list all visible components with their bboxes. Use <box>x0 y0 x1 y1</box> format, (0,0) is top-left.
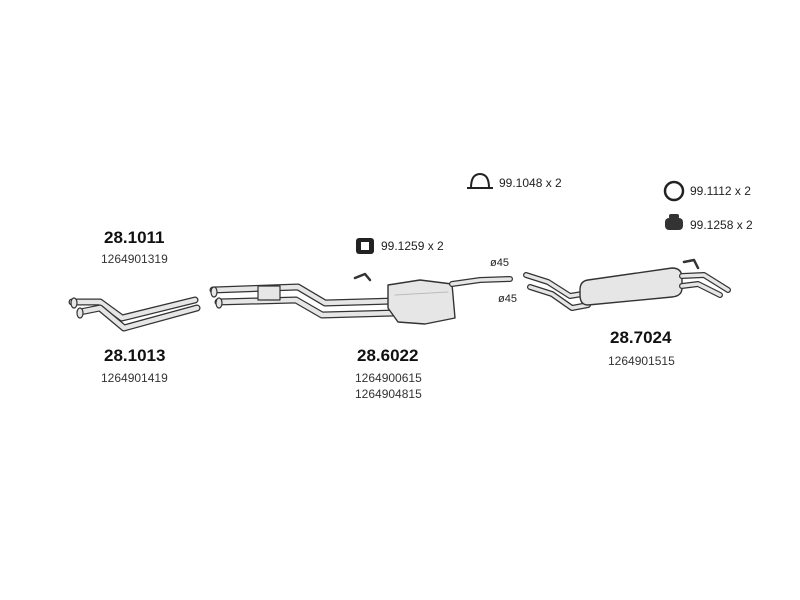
part-number-front-pipe-left: 28.1011 <box>104 228 165 247</box>
rear-silencer-assembly <box>523 258 731 311</box>
hanger-icon <box>665 214 683 230</box>
accessory-label-mount: 99.1259 x 2 <box>381 239 444 253</box>
oem-number-middle-silencer-1: 1264900615 <box>355 371 422 385</box>
front-pipe-assembly <box>68 296 201 332</box>
oem-number-middle-silencer-2: 1264904815 <box>355 387 422 401</box>
accessory-label-clamp: 99.1048 x 2 <box>499 176 562 190</box>
middle-silencer-assembly <box>209 272 513 325</box>
pipe-diameter-upper: ø45 <box>490 257 509 269</box>
oem-number-rear-silencer: 1264901515 <box>608 354 675 368</box>
pipe-diameter-lower: ø45 <box>498 293 517 305</box>
oem-number-front-pipe-left: 1264901319 <box>101 252 168 266</box>
part-number-rear-silencer: 28.7024 <box>610 328 672 347</box>
part-number-middle-silencer: 28.6022 <box>357 346 419 365</box>
rubber-ring-icon <box>663 180 685 202</box>
accessory-label-ring: 99.1112 x 2 <box>690 184 751 198</box>
accessory-label-hanger: 99.1258 x 2 <box>690 218 753 232</box>
rubber-mount-icon <box>356 238 374 254</box>
clamp-icon <box>467 172 493 189</box>
oem-number-front-pipe-right: 1264901419 <box>101 371 168 385</box>
part-number-front-pipe-right: 28.1013 <box>104 346 166 365</box>
